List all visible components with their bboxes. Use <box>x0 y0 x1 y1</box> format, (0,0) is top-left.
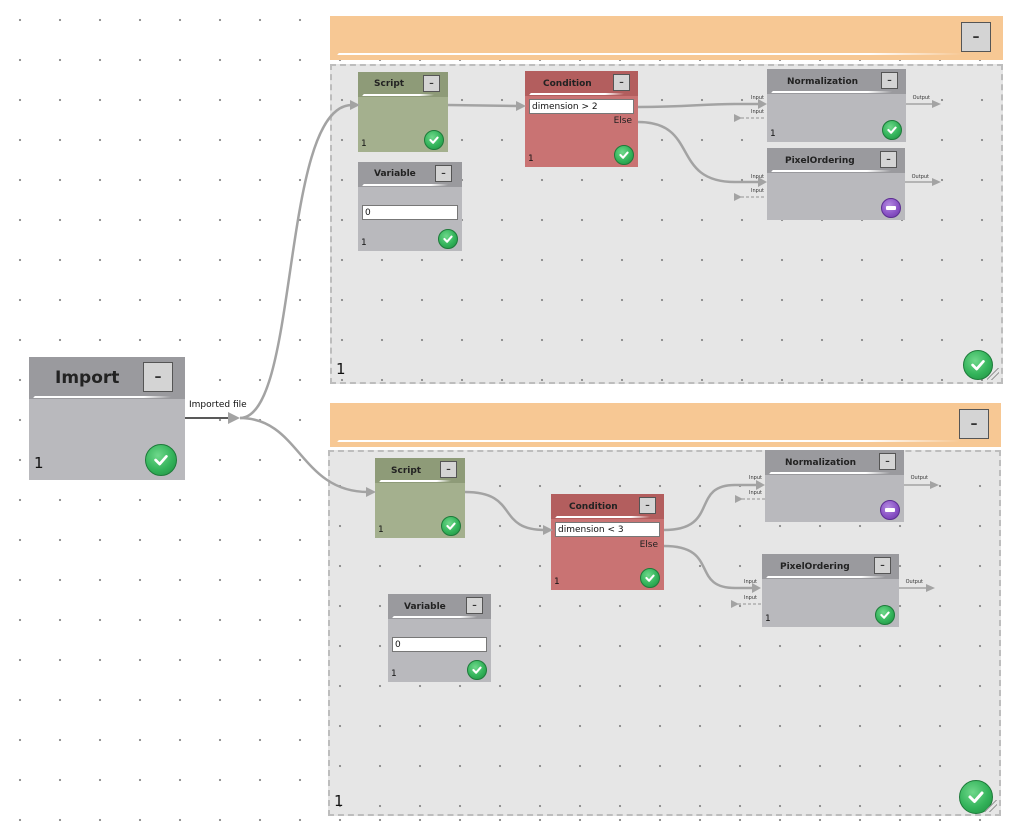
bottom-condition-minimize-button[interactable]: – <box>639 497 656 514</box>
top-normalization-minimize-button[interactable]: – <box>881 72 898 89</box>
group-bottom-count: 1 <box>334 792 344 810</box>
bottom-condition-header[interactable]: Condition – <box>551 494 664 519</box>
minus-circle-icon <box>880 500 900 520</box>
top-condition-count: 1 <box>528 154 534 164</box>
bottom-script-count: 1 <box>378 525 384 535</box>
top-pixelordering-node[interactable]: PixelOrdering – Input Input Output <box>751 148 929 220</box>
import-output-arrow <box>228 412 240 424</box>
top-condition-else-label: Else <box>613 116 632 126</box>
bottom-script-title: Script <box>391 466 422 476</box>
group-bottom-header[interactable]: – <box>330 403 1001 447</box>
top-normalization-header[interactable]: Normalization – <box>767 69 906 94</box>
bottom-normalization-input2-label: Input <box>749 490 762 496</box>
group-top-header[interactable]: – <box>330 16 1003 60</box>
top-pixelordering-title: PixelOrdering <box>785 156 855 166</box>
check-circle-icon <box>875 605 895 625</box>
top-script-title: Script <box>374 79 405 89</box>
top-pixelordering-minimize-button[interactable]: – <box>880 151 897 168</box>
group-bottom-minimize-button[interactable]: – <box>959 409 989 439</box>
bottom-variable-node[interactable]: Variable – 0 1 <box>388 594 491 682</box>
bottom-normalization-output-label: Output <box>910 475 928 481</box>
import-minimize-button[interactable]: – <box>143 362 173 392</box>
top-script-node[interactable]: Script – 1 <box>358 72 448 152</box>
bottom-normalization-title: Normalization <box>785 458 857 468</box>
top-condition-expression-input[interactable]: dimension > 2 <box>529 99 634 114</box>
top-pixelordering-input2-label: Input <box>751 188 764 194</box>
imported-file-port-label: Imported file <box>189 400 247 410</box>
top-pixelordering-output-label: Output <box>911 174 929 180</box>
bottom-pixelordering-output-label: Output <box>905 579 923 585</box>
bottom-pixelordering-input-label: Input <box>744 579 757 585</box>
bottom-variable-title: Variable <box>404 602 446 612</box>
top-normalization-output-label: Output <box>912 95 930 101</box>
bottom-condition-else-label: Else <box>639 540 658 550</box>
top-normalization-input2-label: Input <box>751 109 764 115</box>
top-normalization-count: 1 <box>770 129 776 139</box>
check-circle-icon <box>614 145 634 165</box>
resize-grip-icon[interactable] <box>987 368 999 380</box>
check-circle-icon <box>640 568 660 588</box>
group-top-minimize-button[interactable]: – <box>961 22 991 52</box>
top-normalization-title: Normalization <box>787 77 859 87</box>
top-pixelordering-input-label: Input <box>751 174 764 180</box>
bottom-condition-expression-input[interactable]: dimension < 3 <box>555 522 660 537</box>
bottom-pixelordering-title: PixelOrdering <box>780 562 850 572</box>
top-normalization-input-label: Input <box>751 95 764 101</box>
bottom-variable-value-input[interactable]: 0 <box>392 637 487 652</box>
bottom-script-node[interactable]: Script – 1 <box>375 458 465 538</box>
import-node-header[interactable]: Import – <box>29 357 185 399</box>
bottom-normalization-node[interactable]: Normalization – Input Input Output <box>749 450 928 522</box>
bottom-script-minimize-button[interactable]: – <box>440 461 457 478</box>
top-condition-title: Condition <box>543 79 592 89</box>
bottom-variable-count: 1 <box>391 669 397 679</box>
import-node-count: 1 <box>34 454 44 472</box>
bottom-variable-header[interactable]: Variable – <box>388 594 491 619</box>
check-circle-icon <box>441 516 461 536</box>
check-circle-icon <box>882 120 902 140</box>
check-circle-icon <box>963 350 993 380</box>
bottom-pixelordering-node[interactable]: PixelOrdering – Input Input Output 1 <box>744 554 923 627</box>
bottom-pixelordering-input2-label: Input <box>744 595 757 601</box>
top-variable-value-input[interactable]: 0 <box>362 205 458 220</box>
resize-grip-icon[interactable] <box>985 800 997 812</box>
bottom-condition-title: Condition <box>569 502 618 512</box>
top-variable-minimize-button[interactable]: – <box>435 165 452 182</box>
top-variable-header[interactable]: Variable – <box>358 162 462 187</box>
bottom-condition-node[interactable]: Condition – dimension < 3 Else 1 <box>551 494 664 590</box>
check-circle-icon <box>438 229 458 249</box>
bottom-normalization-minimize-button[interactable]: – <box>879 453 896 470</box>
check-circle-icon <box>467 660 487 680</box>
top-variable-count: 1 <box>361 238 367 248</box>
top-condition-node[interactable]: Condition – dimension > 2 Else 1 <box>525 71 638 167</box>
bottom-normalization-input-label: Input <box>749 475 762 481</box>
top-condition-header[interactable]: Condition – <box>525 71 638 96</box>
top-pixelordering-header[interactable]: PixelOrdering – <box>767 148 905 173</box>
bottom-script-header[interactable]: Script – <box>375 458 465 483</box>
bottom-pixelordering-minimize-button[interactable]: – <box>874 557 891 574</box>
check-circle-icon <box>424 130 444 150</box>
top-normalization-node[interactable]: Normalization – Input Input Output 1 <box>751 69 930 142</box>
top-variable-node[interactable]: Variable – 0 1 <box>358 162 462 251</box>
check-circle-icon <box>145 444 177 476</box>
top-variable-title: Variable <box>374 169 416 179</box>
top-script-count: 1 <box>361 139 367 149</box>
import-node-title: Import <box>55 368 120 388</box>
bottom-condition-count: 1 <box>554 577 560 587</box>
top-script-header[interactable]: Script – <box>358 72 448 97</box>
top-script-minimize-button[interactable]: – <box>423 75 440 92</box>
top-condition-minimize-button[interactable]: – <box>613 74 630 91</box>
minus-circle-icon <box>881 198 901 218</box>
group-top-count: 1 <box>336 360 346 378</box>
bottom-variable-minimize-button[interactable]: – <box>466 597 483 614</box>
import-node[interactable]: Import – 1 <box>29 357 185 480</box>
bottom-pixelordering-header[interactable]: PixelOrdering – <box>762 554 899 579</box>
bottom-normalization-header[interactable]: Normalization – <box>765 450 904 475</box>
bottom-pixelordering-count: 1 <box>765 614 771 624</box>
